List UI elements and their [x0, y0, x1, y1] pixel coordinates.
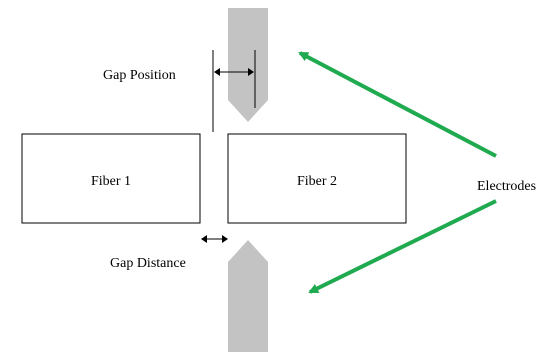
fiber-1-box	[21, 133, 201, 224]
top-electrode	[228, 8, 268, 122]
gap-distance-arrow	[201, 235, 228, 243]
fiber-1-label: Fiber 1	[91, 174, 131, 189]
gap-distance-label: Gap Distance	[110, 256, 186, 271]
fiber-2-box	[227, 133, 407, 224]
gap-position-arrow	[214, 68, 254, 76]
electrode-pointer-arrow-bottom	[308, 199, 497, 294]
electrodes-label: Electrodes	[477, 179, 536, 194]
electrode-pointer-arrow-top	[298, 51, 497, 158]
gap-position-label: Gap Position	[103, 68, 176, 83]
bottom-electrode	[228, 240, 268, 352]
fiber-2-label: Fiber 2	[297, 174, 337, 189]
